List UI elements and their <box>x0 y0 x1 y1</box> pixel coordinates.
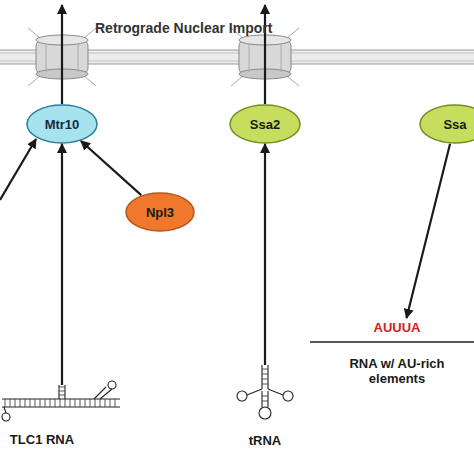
binding-arrow <box>61 144 63 385</box>
binding-arrow <box>264 144 266 365</box>
protein-ellipse: Ssa2 <box>229 104 301 144</box>
rna-label: RNA w/ AU-rich elements <box>337 356 457 386</box>
protein-name: Mtr10 <box>45 117 80 132</box>
import-arrow <box>264 5 266 104</box>
protein-name: Ssa2 <box>250 117 280 132</box>
protein-name: Npl3 <box>146 205 174 220</box>
protein-ellipse: Npl3 <box>125 192 195 232</box>
rna-label: TLC1 RNA <box>2 432 82 447</box>
import-arrow <box>61 5 63 104</box>
process-title: Retrograde Nuclear Import <box>95 20 272 36</box>
binding-arrow <box>407 144 451 318</box>
incoming-arrow <box>0 139 36 200</box>
rna-label: tRNA <box>235 433 295 448</box>
rna-structure: TLC1 RNA <box>2 385 122 451</box>
protein-ellipse: Mtr10 <box>26 104 98 144</box>
rna-structure: tRNA <box>235 365 295 451</box>
protein-ellipse: Ssa <box>419 104 474 144</box>
rna-element: AUUUA RNA w/ AU-rich elements <box>320 318 474 394</box>
protein-name: Ssa <box>443 117 466 132</box>
binding-arrow <box>81 141 141 195</box>
rna-label: AUUUA <box>320 320 474 335</box>
